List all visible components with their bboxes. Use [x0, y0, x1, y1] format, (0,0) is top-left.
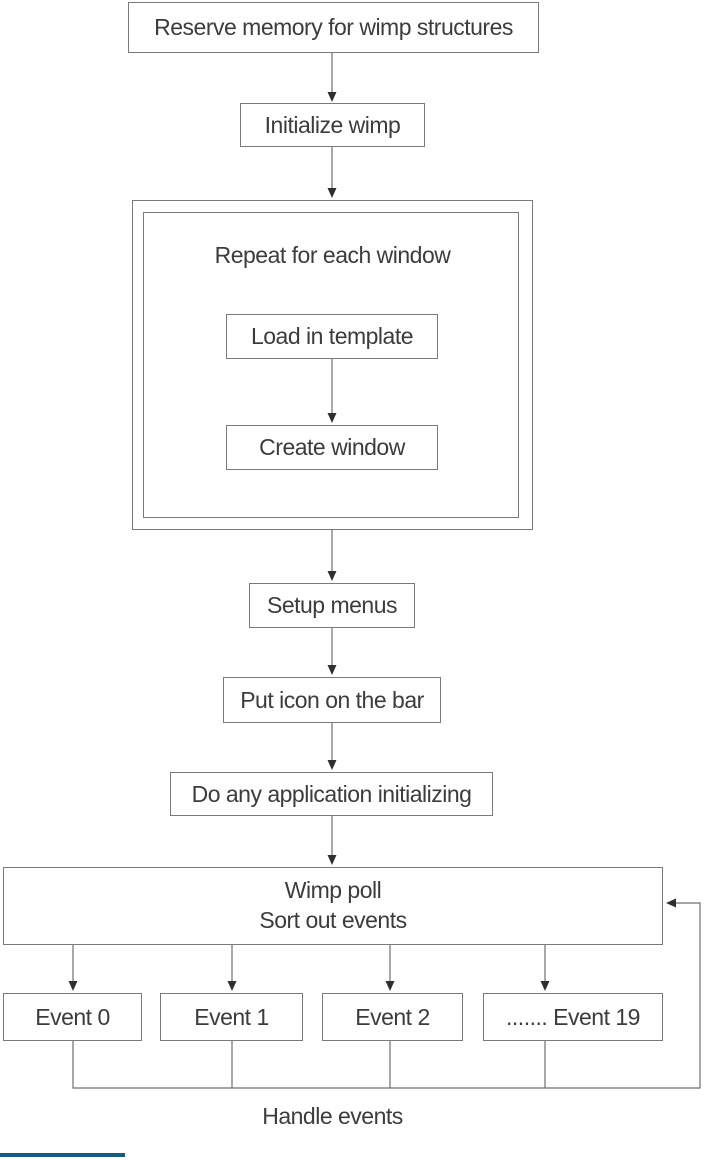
node-do-any-app-init-label: Do any application initializing	[191, 780, 472, 807]
repeat-block-inner-frame	[143, 212, 519, 518]
node-event-1-label: Event 1	[194, 1003, 269, 1030]
node-do-any-app-init: Do any application initializing	[170, 772, 493, 816]
repeat-block-title: Repeat for each window	[214, 242, 451, 268]
node-put-icon-on-bar-label: Put icon on the bar	[240, 686, 424, 713]
node-reserve-memory-label: Reserve memory for wimp structures	[154, 14, 513, 40]
node-load-in-template: Load in template	[226, 314, 438, 359]
node-create-window: Create window	[226, 425, 438, 470]
handle-events-caption: Handle events	[262, 1103, 403, 1129]
node-setup-menus: Setup menus	[249, 583, 415, 628]
node-load-in-template-label: Load in template	[250, 323, 414, 349]
node-event-0: Event 0	[3, 993, 142, 1041]
node-setup-menus-label: Setup menus	[266, 592, 398, 618]
node-event-1: Event 1	[160, 993, 303, 1041]
node-event-19-label: ....... Event 19	[506, 1003, 640, 1030]
node-event-2: Event 2	[322, 993, 463, 1041]
repeat-block-outer-frame	[132, 200, 533, 530]
node-wimp-poll-line1: Wimp poll	[284, 877, 382, 904]
node-reserve-memory: Reserve memory for wimp structures	[128, 2, 539, 53]
blue-accent-bar	[0, 1153, 125, 1157]
node-wimp-poll: Wimp poll Sort out events	[3, 867, 663, 945]
node-create-window-label: Create window	[259, 434, 405, 460]
node-wimp-poll-line2: Sort out events	[259, 907, 407, 933]
node-event-19: ....... Event 19	[483, 993, 663, 1041]
node-event-2-label: Event 2	[355, 1003, 430, 1030]
node-initialize-wimp-label: Initialize wimp	[264, 111, 401, 138]
node-event-0-label: Event 0	[35, 1003, 110, 1030]
node-put-icon-on-bar: Put icon on the bar	[223, 677, 441, 723]
node-initialize-wimp: Initialize wimp	[240, 103, 425, 147]
